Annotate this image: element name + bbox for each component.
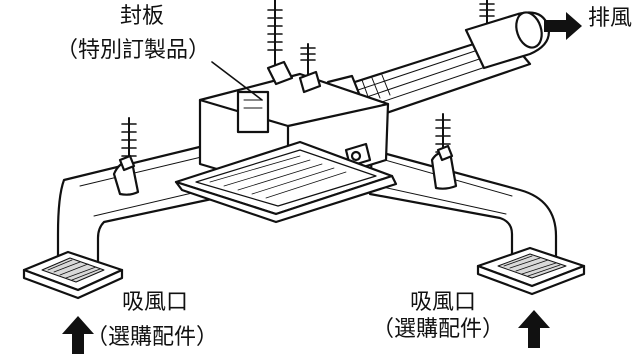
arrow-up-icon xyxy=(518,310,550,348)
right-intake-grille xyxy=(476,246,586,296)
panel-note-label: （特別訂製品） xyxy=(56,38,211,63)
hanger-bracket xyxy=(266,60,294,86)
intake-right-label: 吸風口 xyxy=(410,290,477,315)
right-intake-duct xyxy=(368,144,558,260)
panel-label: 封板 xyxy=(120,4,165,29)
exhaust-label: 排風 xyxy=(588,6,633,31)
intake-left-note-label: （選購配件） xyxy=(86,325,219,350)
hanger-bracket-2 xyxy=(298,70,322,94)
left-intake-duct xyxy=(56,140,228,264)
left-intake-grille xyxy=(22,250,124,300)
fan-grille-panel xyxy=(174,140,398,224)
intake-left-label: 吸風口 xyxy=(122,290,189,315)
intake-right-note-label: （選購配件） xyxy=(372,317,505,342)
hanger-rod-right xyxy=(479,0,495,25)
panel-leader-line xyxy=(211,61,263,101)
arrow-right-icon xyxy=(544,12,582,40)
arrow-up-icon xyxy=(62,316,94,354)
hanger-rod-center xyxy=(267,0,283,71)
sealing-panel xyxy=(236,90,270,134)
